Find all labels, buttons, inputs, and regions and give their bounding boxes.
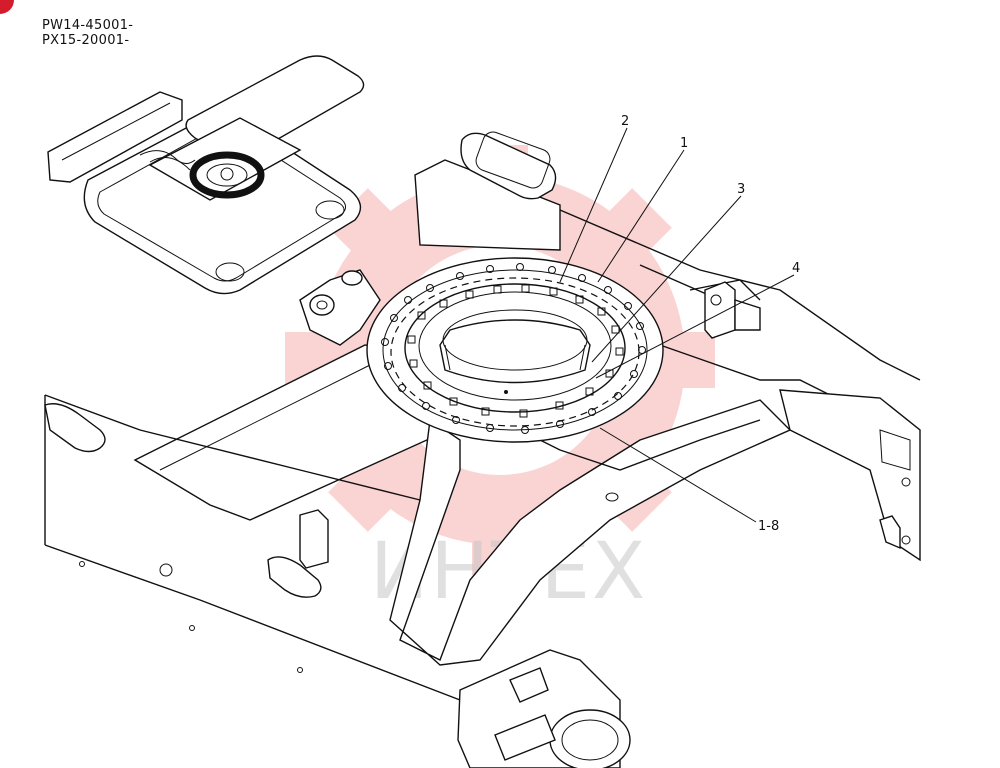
serial-number-2: PX15-20001- <box>42 33 130 48</box>
callout-3: 3 <box>737 182 745 197</box>
callout-1-8: 1-8 <box>758 519 779 534</box>
serial-number-block: PW14-45001- PX15-20001- <box>42 18 133 48</box>
inset-undercarriage <box>47 55 365 295</box>
callout-2: 2 <box>621 114 629 129</box>
serial-number-1: PW14-45001- <box>42 18 134 33</box>
callout-leaders <box>559 127 795 523</box>
outer-bolts <box>381 263 646 434</box>
callout-1: 1 <box>680 136 688 151</box>
main-frame <box>44 131 921 768</box>
inner-bolts <box>407 284 624 418</box>
callout-4: 4 <box>792 261 800 276</box>
swing-bearing <box>366 257 664 443</box>
